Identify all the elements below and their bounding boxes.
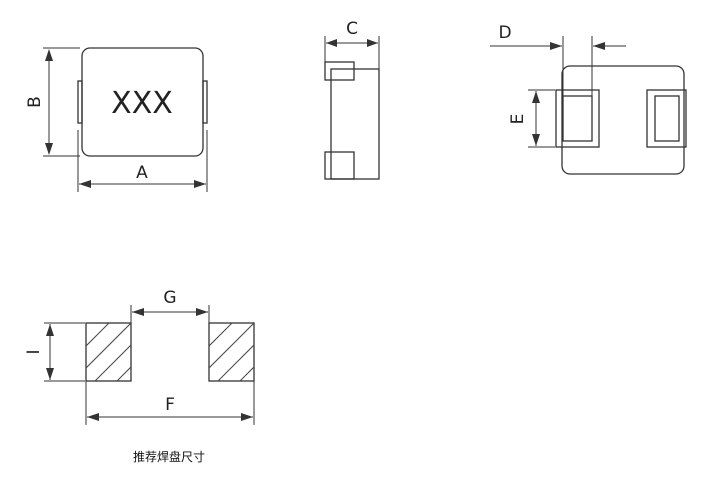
top-view-body <box>81 47 204 157</box>
side-view-bottom-terminal <box>324 151 355 180</box>
right-pad-hatching <box>209 323 254 381</box>
side-view: C <box>324 19 380 180</box>
label-d: D <box>498 23 511 43</box>
dimension-e: E <box>508 89 555 148</box>
bottom-view-left-terminal-outer <box>555 89 600 148</box>
label-c: C <box>346 19 358 39</box>
dimension-a: A <box>77 130 208 192</box>
label-b: B <box>25 96 45 108</box>
dimension-g: G <box>130 288 210 323</box>
bottom-view-right-terminal-inner <box>654 95 680 142</box>
label-e: E <box>508 114 528 125</box>
dimension-i: I <box>24 322 85 382</box>
side-view-top-terminal <box>324 61 355 81</box>
dimension-b: B <box>25 47 80 157</box>
part-marking: XXX <box>111 86 173 121</box>
bottom-view-right-terminal-outer <box>646 89 687 148</box>
dimension-d: D <box>490 23 626 96</box>
top-view: XXX B A <box>25 47 208 192</box>
bottom-view-body <box>561 65 685 175</box>
bottom-view: D E <box>490 23 687 175</box>
land-pattern-caption: 推荐焊盘尺寸 <box>133 449 205 464</box>
bottom-view-left-terminal-inner <box>562 95 593 142</box>
label-i: I <box>24 349 44 354</box>
left-pad-hatching <box>86 323 131 381</box>
label-f: F <box>165 395 175 415</box>
dimension-c: C <box>324 19 380 69</box>
side-view-body <box>330 68 380 180</box>
dimension-f: F <box>85 381 255 425</box>
land-pattern: G I F 推荐焊盘尺寸 <box>24 288 255 464</box>
label-a: A <box>136 163 148 183</box>
label-g: G <box>163 288 176 308</box>
